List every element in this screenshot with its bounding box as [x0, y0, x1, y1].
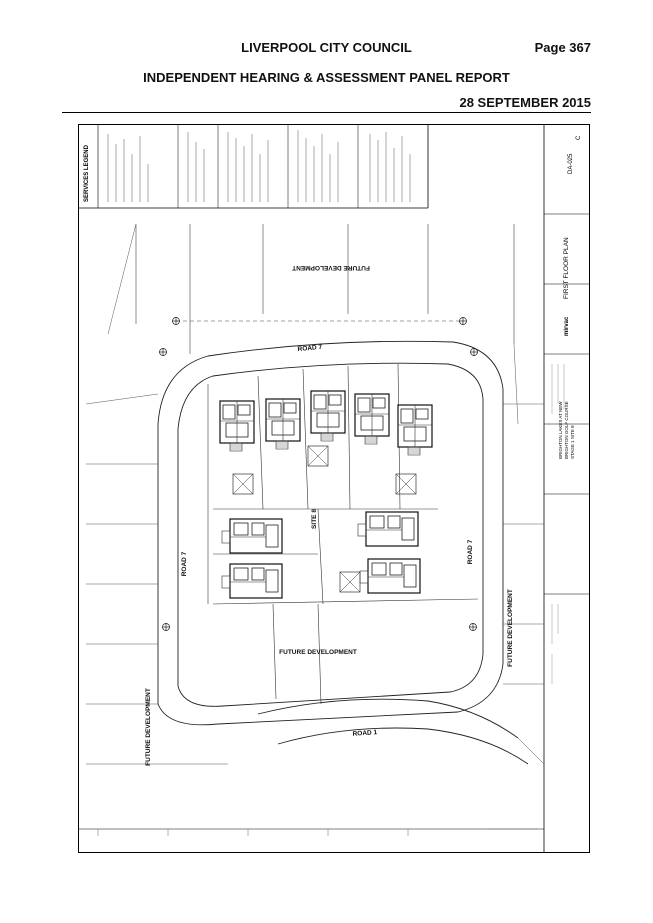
label-future-development-top: FUTURE DEVELOPMENT: [292, 264, 370, 271]
label-future-development-right: FUTURE DEVELOPMENT: [507, 589, 514, 667]
report-date: 28 SEPTEMBER 2015: [459, 95, 591, 110]
report-title: INDEPENDENT HEARING & ASSESSMENT PANEL R…: [143, 70, 510, 85]
label-future-development-middle: FUTURE DEVELOPMENT: [279, 649, 357, 656]
legend-title: SERVICES LEGEND: [84, 144, 90, 202]
title-block: DA-025 C FIRST FLOOR PLAN mirvac BRIGHTO…: [543, 124, 590, 853]
label-road-1: ROAD 1: [352, 729, 377, 738]
label-road-7-left: ROAD 7: [181, 551, 188, 576]
mirvac-logo: mirvac: [564, 316, 570, 336]
drawing-number: DA-025: [568, 153, 574, 174]
label-future-development-left: FUTURE DEVELOPMENT: [145, 688, 152, 766]
page-number: Page 367: [534, 40, 591, 55]
sheet-title: FIRST FLOOR PLAN: [563, 237, 570, 299]
project-line-2: BRIGHTON GOLF COURSE: [564, 401, 569, 459]
header-rule: [62, 112, 591, 113]
label-road-7-top: ROAD 7: [297, 344, 322, 353]
project-line-3: STAGE 1 SITE 8: [570, 425, 575, 459]
services-legend: SERVICES LEGEND: [78, 124, 429, 209]
label-road-7-right: ROAD 7: [467, 539, 474, 564]
project-line-1: BRIGHTON LAKES AT NEW: [558, 401, 563, 459]
revision: C: [576, 135, 582, 140]
council-name: LIVERPOOL CITY COUNCIL: [241, 40, 412, 55]
label-site-8: SITE 8: [311, 509, 318, 529]
site-plan-drawing: SERVICES LEGEND DA-025 C FIRST FLOO: [78, 124, 590, 853]
